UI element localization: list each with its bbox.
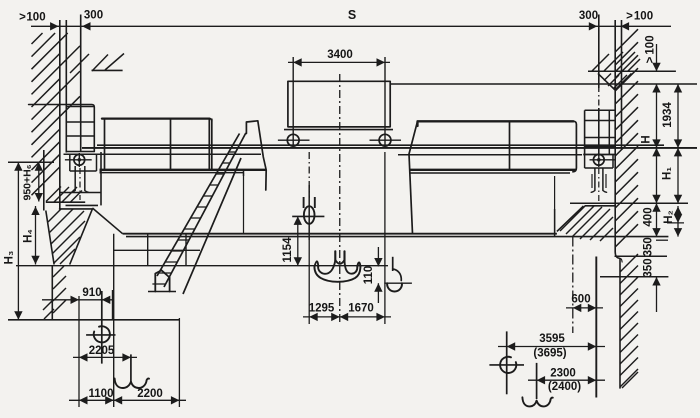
svg-text:3400: 3400	[327, 49, 353, 61]
svg-text:2205: 2205	[89, 345, 115, 357]
svg-text:(2400): (2400)	[548, 381, 581, 393]
svg-text:100: 100	[644, 35, 656, 54]
svg-text:400: 400	[643, 207, 655, 226]
svg-text:1154: 1154	[282, 237, 294, 263]
svg-text:2300: 2300	[550, 368, 576, 380]
svg-text:2200: 2200	[137, 388, 163, 400]
svg-text:S: S	[348, 8, 356, 22]
svg-text:>: >	[19, 12, 26, 24]
svg-text:1670: 1670	[348, 303, 374, 315]
svg-text:H: H	[640, 135, 652, 143]
svg-text:100: 100	[634, 11, 653, 23]
svg-text:950+H₆: 950+H₆	[22, 164, 34, 200]
svg-text:(3695): (3695)	[533, 348, 566, 360]
svg-text:>: >	[644, 56, 656, 63]
svg-text:300: 300	[84, 10, 103, 22]
svg-text:1100: 1100	[89, 388, 114, 400]
svg-text:600: 600	[571, 294, 590, 306]
svg-text:1934: 1934	[662, 102, 674, 128]
svg-text:3595: 3595	[539, 333, 565, 345]
svg-text:H₃: H₃	[4, 251, 16, 265]
svg-text:350: 350	[643, 237, 655, 256]
svg-text:H₄: H₄	[23, 229, 35, 243]
svg-text:>: >	[626, 11, 633, 23]
svg-text:300: 300	[579, 10, 598, 22]
svg-text:1295: 1295	[309, 303, 335, 315]
svg-text:910: 910	[82, 287, 101, 299]
svg-text:H₁: H₁	[662, 167, 674, 180]
svg-text:350: 350	[643, 258, 655, 277]
svg-text:H₂: H₂	[663, 210, 675, 223]
svg-text:110: 110	[363, 266, 375, 285]
svg-text:100: 100	[26, 12, 45, 24]
